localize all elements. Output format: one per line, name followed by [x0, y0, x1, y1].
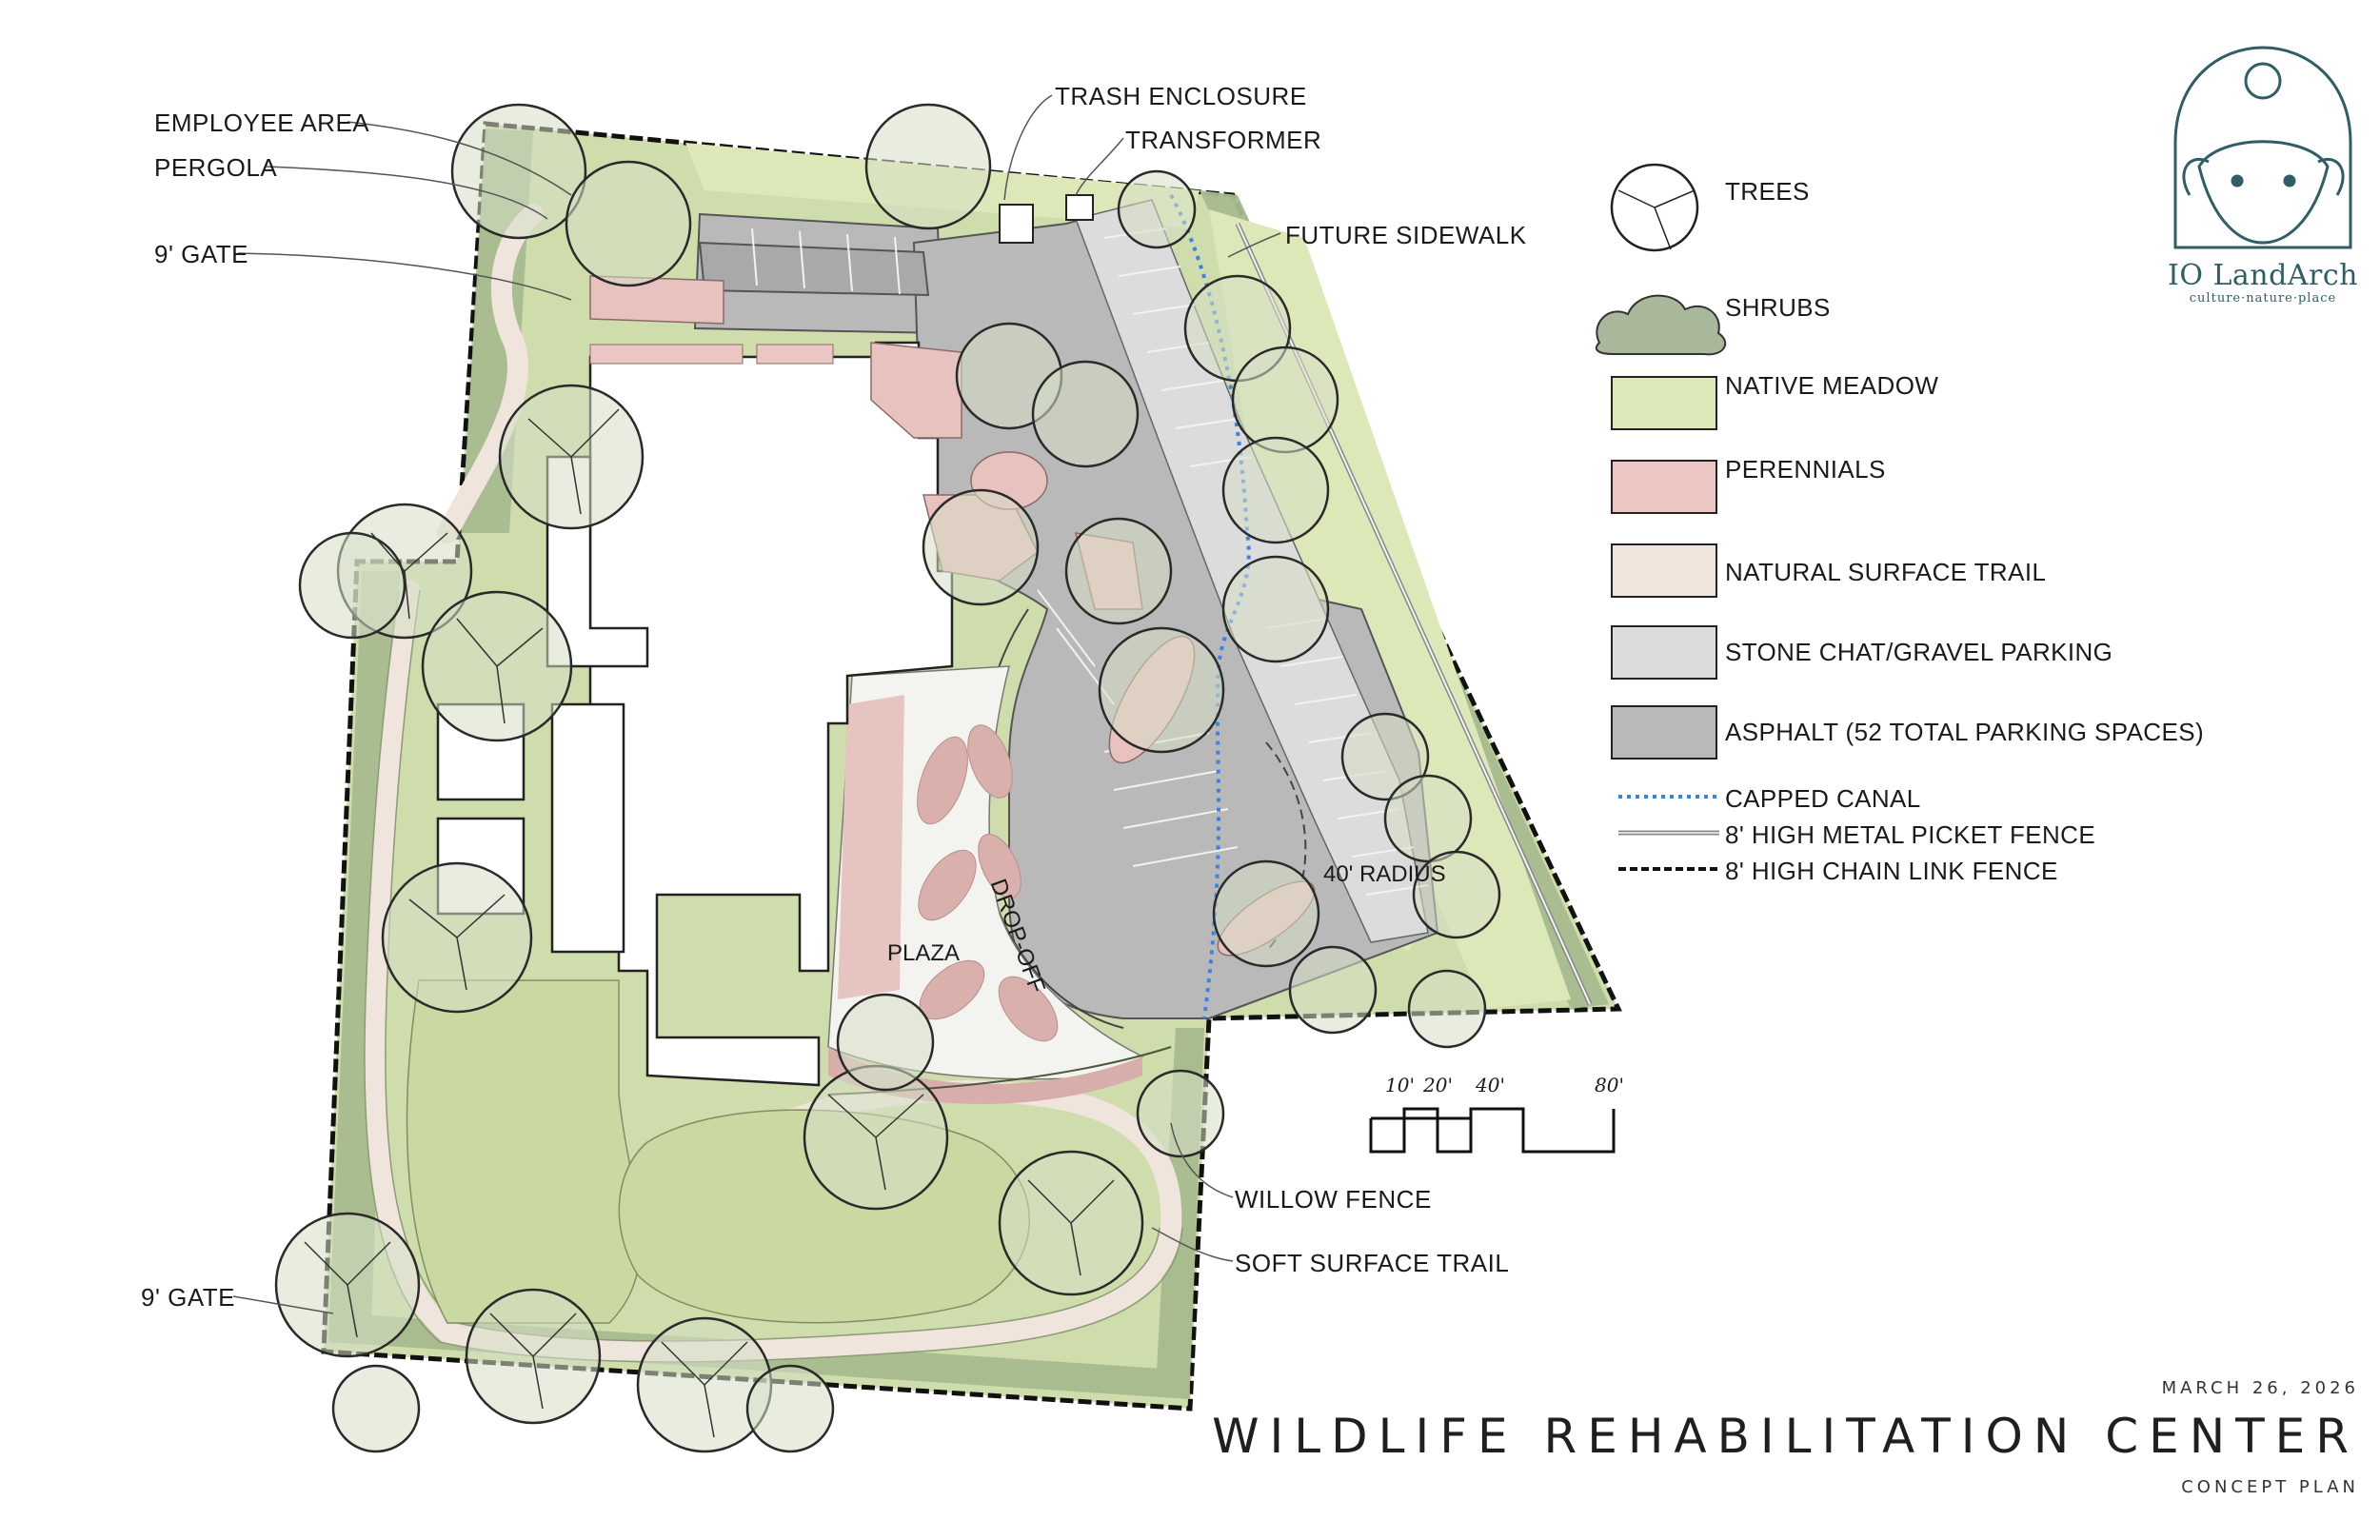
- callout-gate-south: 9' GATE: [141, 1283, 236, 1312]
- logo-tagline: culture·nature·place: [2189, 291, 2337, 306]
- legend-swatches: [1611, 376, 1717, 760]
- callout-trash-enclosure: TRASH ENCLOSURE: [1055, 82, 1307, 110]
- callout-employee-area: EMPLOYEE AREA: [154, 109, 370, 137]
- scale-bar: [1369, 1107, 1616, 1154]
- scale-tick-40: 40': [1476, 1074, 1505, 1096]
- legend-natural-trail: NATURAL SURFACE TRAIL: [1725, 558, 2047, 586]
- swatch-asphalt: [1611, 705, 1717, 760]
- scale-tick-20: 20': [1423, 1074, 1453, 1096]
- radius-label: 40' RADIUS: [1323, 861, 1446, 887]
- callout-pergola: PERGOLA: [154, 153, 278, 182]
- legend-gravel-parking: STONE CHAT/GRAVEL PARKING: [1725, 638, 2113, 666]
- callout-leader-lines: [232, 94, 1281, 1314]
- legend-shrub-icon: [1595, 294, 1727, 356]
- lawn-areas: [406, 979, 1031, 1324]
- io-landarch-logo-icon: [2173, 46, 2352, 249]
- legend-capped-canal: CAPPED CANAL: [1725, 784, 1921, 813]
- scale-tick-80: 80': [1595, 1074, 1624, 1096]
- plaza: [827, 665, 1144, 1104]
- callout-transformer: TRANSFORMER: [1125, 126, 1322, 154]
- legend-asphalt: ASPHALT (52 TOTAL PARKING SPACES): [1725, 718, 2205, 746]
- legend-line-symbols: [1618, 795, 1719, 871]
- callout-gate-north: 9' GATE: [154, 240, 249, 268]
- logo-name: IO LandArch: [2168, 259, 2358, 292]
- swatch-native-meadow: [1611, 376, 1717, 430]
- callout-willow-fence: WILLOW FENCE: [1235, 1185, 1432, 1214]
- callout-future-sidewalk: FUTURE SIDEWALK: [1285, 221, 1527, 249]
- legend-tree-icon: [1610, 163, 1699, 252]
- swatch-perennials: [1611, 460, 1717, 514]
- legend-metal-fence: 8' HIGH METAL PICKET FENCE: [1725, 820, 2096, 849]
- plan-title: WILDLIFE REHABILITATION CENTER: [1212, 1409, 2359, 1464]
- plan-date: MARCH 26, 2026: [2161, 1378, 2359, 1398]
- building-entry-strip: [589, 344, 834, 365]
- plaza-label: PLAZA: [887, 940, 961, 966]
- swatch-gravel-parking: [1611, 625, 1717, 680]
- legend-chain-fence: 8' HIGH CHAIN LINK FENCE: [1725, 857, 2058, 885]
- tree-canopies: [274, 103, 1501, 1453]
- legend-trees: TREES: [1725, 177, 1810, 206]
- scale-tick-10: 10': [1385, 1074, 1415, 1096]
- legend-perennials: PERENNIALS: [1725, 455, 1886, 484]
- plan-subtitle: CONCEPT PLAN: [2181, 1477, 2359, 1497]
- legend-shrubs: SHRUBS: [1725, 293, 1831, 322]
- trash-enclosure-box: [999, 194, 1094, 244]
- swatch-natural-trail: [1611, 543, 1717, 598]
- legend-native-meadow: NATIVE MEADOW: [1725, 371, 1939, 400]
- callout-soft-surface-trail: SOFT SURFACE TRAIL: [1235, 1249, 1510, 1277]
- tree-branch-lines: [304, 408, 1115, 1438]
